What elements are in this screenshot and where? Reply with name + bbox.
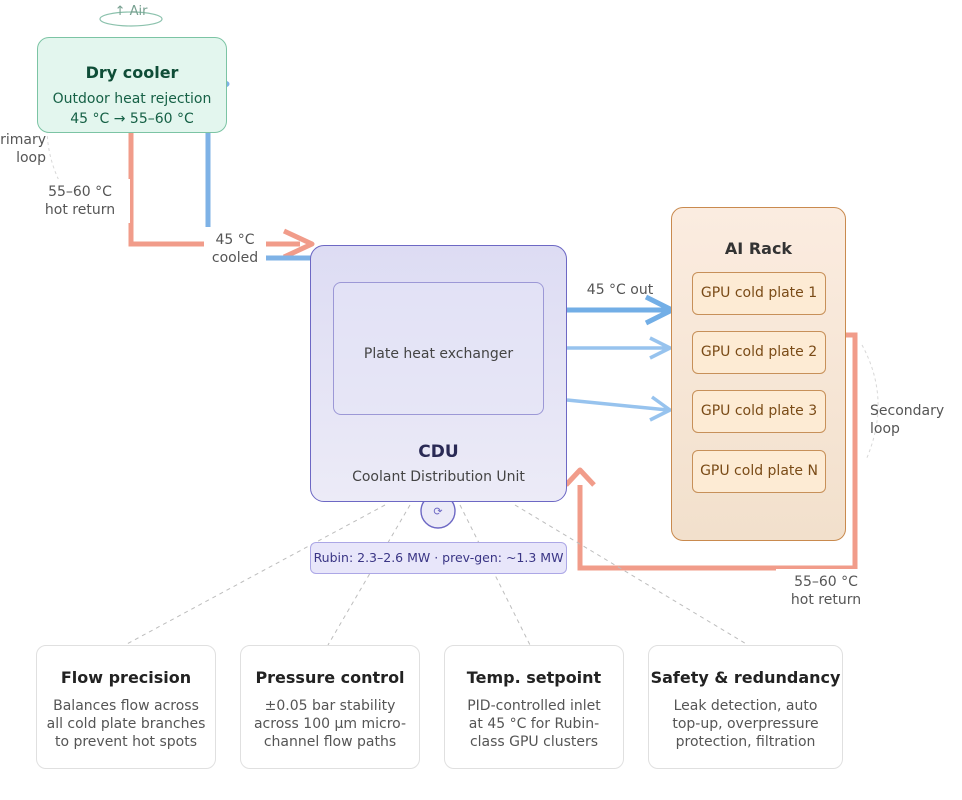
primary-loop-guide — [46, 71, 71, 201]
plate-heat-exchanger — [333, 282, 544, 415]
card-line: to prevent hot spots — [54, 734, 198, 750]
card-line: at 45 °C for Rubin- — [468, 716, 600, 732]
hot-return-left-label: 55–60 °C hot return — [30, 179, 130, 223]
card-line: all cold plate branches — [46, 716, 206, 732]
hot-return-right-line2: hot return — [790, 592, 862, 608]
card-title: Temp. setpoint — [466, 668, 602, 687]
dry-cooler: Dry cooler Outdoor heat rejection 45 °C … — [37, 37, 227, 133]
hot-return-right-line1: 55–60 °C — [794, 574, 858, 590]
hot-return-right-label: 55–60 °C hot return — [776, 569, 876, 613]
card-title: Pressure control — [255, 668, 405, 687]
dry-cooler-subtitle: Outdoor heat rejection — [52, 91, 212, 107]
gpu-cold-plate-1: GPU cold plate 1 — [692, 272, 826, 315]
secondary-loop-guide — [861, 344, 879, 461]
card-line: Balances flow across — [53, 698, 199, 714]
card-leader-lines — [124, 504, 749, 646]
card-flow-precision: Flow precision Balances flow across all … — [36, 645, 216, 769]
secondary-hot-return-pipe — [577, 332, 858, 571]
card-description: Balances flow across all cold plate bran… — [45, 697, 207, 751]
primary-loop-label: rimary loop — [0, 127, 48, 171]
pump-glyph: ⟳ — [433, 505, 442, 518]
supply-arrow-3 — [566, 395, 672, 422]
card-description: Leak detection, auto top-up, overpressur… — [657, 697, 834, 751]
air-label: ↑ Air — [114, 4, 148, 19]
cooled-label: 45 °C cooled — [204, 227, 266, 271]
card-pressure-control: Pressure control ±0.05 bar stability acr… — [240, 645, 420, 769]
card-line: across 100 µm micro- — [253, 716, 407, 732]
cdu-title: CDU — [418, 442, 459, 462]
card-line: top-up, overpressure — [672, 716, 819, 732]
cooled-label-line1: 45 °C — [215, 232, 255, 248]
primary-loop-line2: loop — [16, 150, 46, 166]
hot-return-left-line2: hot return — [44, 202, 116, 218]
secondary-loop-line2: loop — [870, 421, 900, 437]
card-description: ±0.05 bar stability across 100 µm micro-… — [249, 697, 411, 751]
dry-cooler-temps: 45 °C → 55–60 °C — [70, 111, 194, 127]
card-line: Leak detection, auto — [673, 698, 818, 714]
air-vent-icon — [99, 11, 163, 27]
secondary-loop-line1: Secondary — [870, 403, 945, 419]
card-title: Flow precision — [60, 668, 192, 687]
card-line: ±0.05 bar stability — [264, 698, 396, 714]
dry-cooler-title: Dry cooler — [85, 63, 179, 82]
card-safety-redundancy: Safety & redundancy Leak detection, auto… — [648, 645, 843, 769]
card-title: Safety & redundancy — [650, 668, 841, 687]
supply-out-label: 45 °C out — [586, 282, 654, 298]
gpu-cold-plate-n: GPU cold plate N — [692, 450, 826, 493]
card-line: class GPU clusters — [469, 734, 599, 750]
card-line: protection, filtration — [675, 734, 816, 750]
heat-exchanger-label: Plate heat exchanger — [363, 346, 514, 362]
cdu-capacity-spec: Rubin: 2.3–2.6 MW · prev-gen: ~1.3 MW — [310, 542, 567, 574]
card-description: PID-controlled inlet at 45 °C for Rubin-… — [453, 697, 615, 751]
supply-arrow-2 — [567, 336, 672, 360]
secondary-loop-label: Secondary loop — [864, 398, 954, 442]
primary-loop-line1: rimary — [0, 132, 46, 148]
hot-return-left-line1: 55–60 °C — [48, 184, 112, 200]
card-line: channel flow paths — [263, 734, 397, 750]
cdu-subtitle: Coolant Distribution Unit — [352, 469, 525, 485]
secondary-hot-arrowhead — [564, 467, 596, 487]
card-temp-setpoint: Temp. setpoint PID-controlled inlet at 4… — [444, 645, 624, 769]
cooled-label-line2: cooled — [211, 250, 259, 266]
ai-rack-title: AI Rack — [724, 239, 793, 258]
gpu-cold-plate-2: GPU cold plate 2 — [692, 331, 826, 374]
primary-hot-arrowhead — [282, 228, 315, 260]
card-line: PID-controlled inlet — [467, 698, 601, 714]
gpu-cold-plate-3: GPU cold plate 3 — [692, 390, 826, 433]
